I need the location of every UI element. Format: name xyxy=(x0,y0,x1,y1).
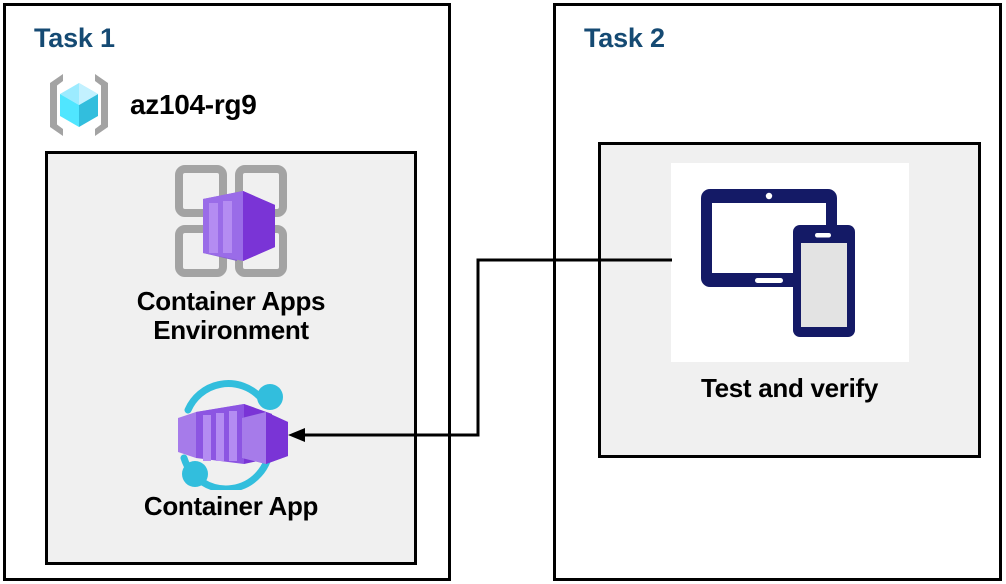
container-app-icon xyxy=(162,378,300,490)
resource-group-label: az104-rg9 xyxy=(130,89,257,120)
azure-resource-group-icon xyxy=(42,68,116,142)
container-app-label: Container App xyxy=(143,491,319,521)
node-container-apps-environment: Container Apps Environment xyxy=(45,161,417,344)
task-1-panel: Task 1 az104-rg9 xyxy=(3,3,451,581)
test-and-verify-label: Test and verify xyxy=(700,373,879,403)
resource-group-row: az104-rg9 xyxy=(42,68,257,142)
node-container-app: Container App xyxy=(45,378,417,521)
container-apps-environment-icon xyxy=(171,161,291,281)
task-1-title: Task 1 xyxy=(34,23,115,53)
task-2-title: Task 2 xyxy=(584,23,665,53)
node-test-and-verify: Test and verify xyxy=(598,163,981,403)
container-apps-environment-label: Container Apps Environment xyxy=(136,286,326,345)
test-icon-background xyxy=(670,163,909,362)
devices-tablet-phone-icon xyxy=(697,185,883,341)
